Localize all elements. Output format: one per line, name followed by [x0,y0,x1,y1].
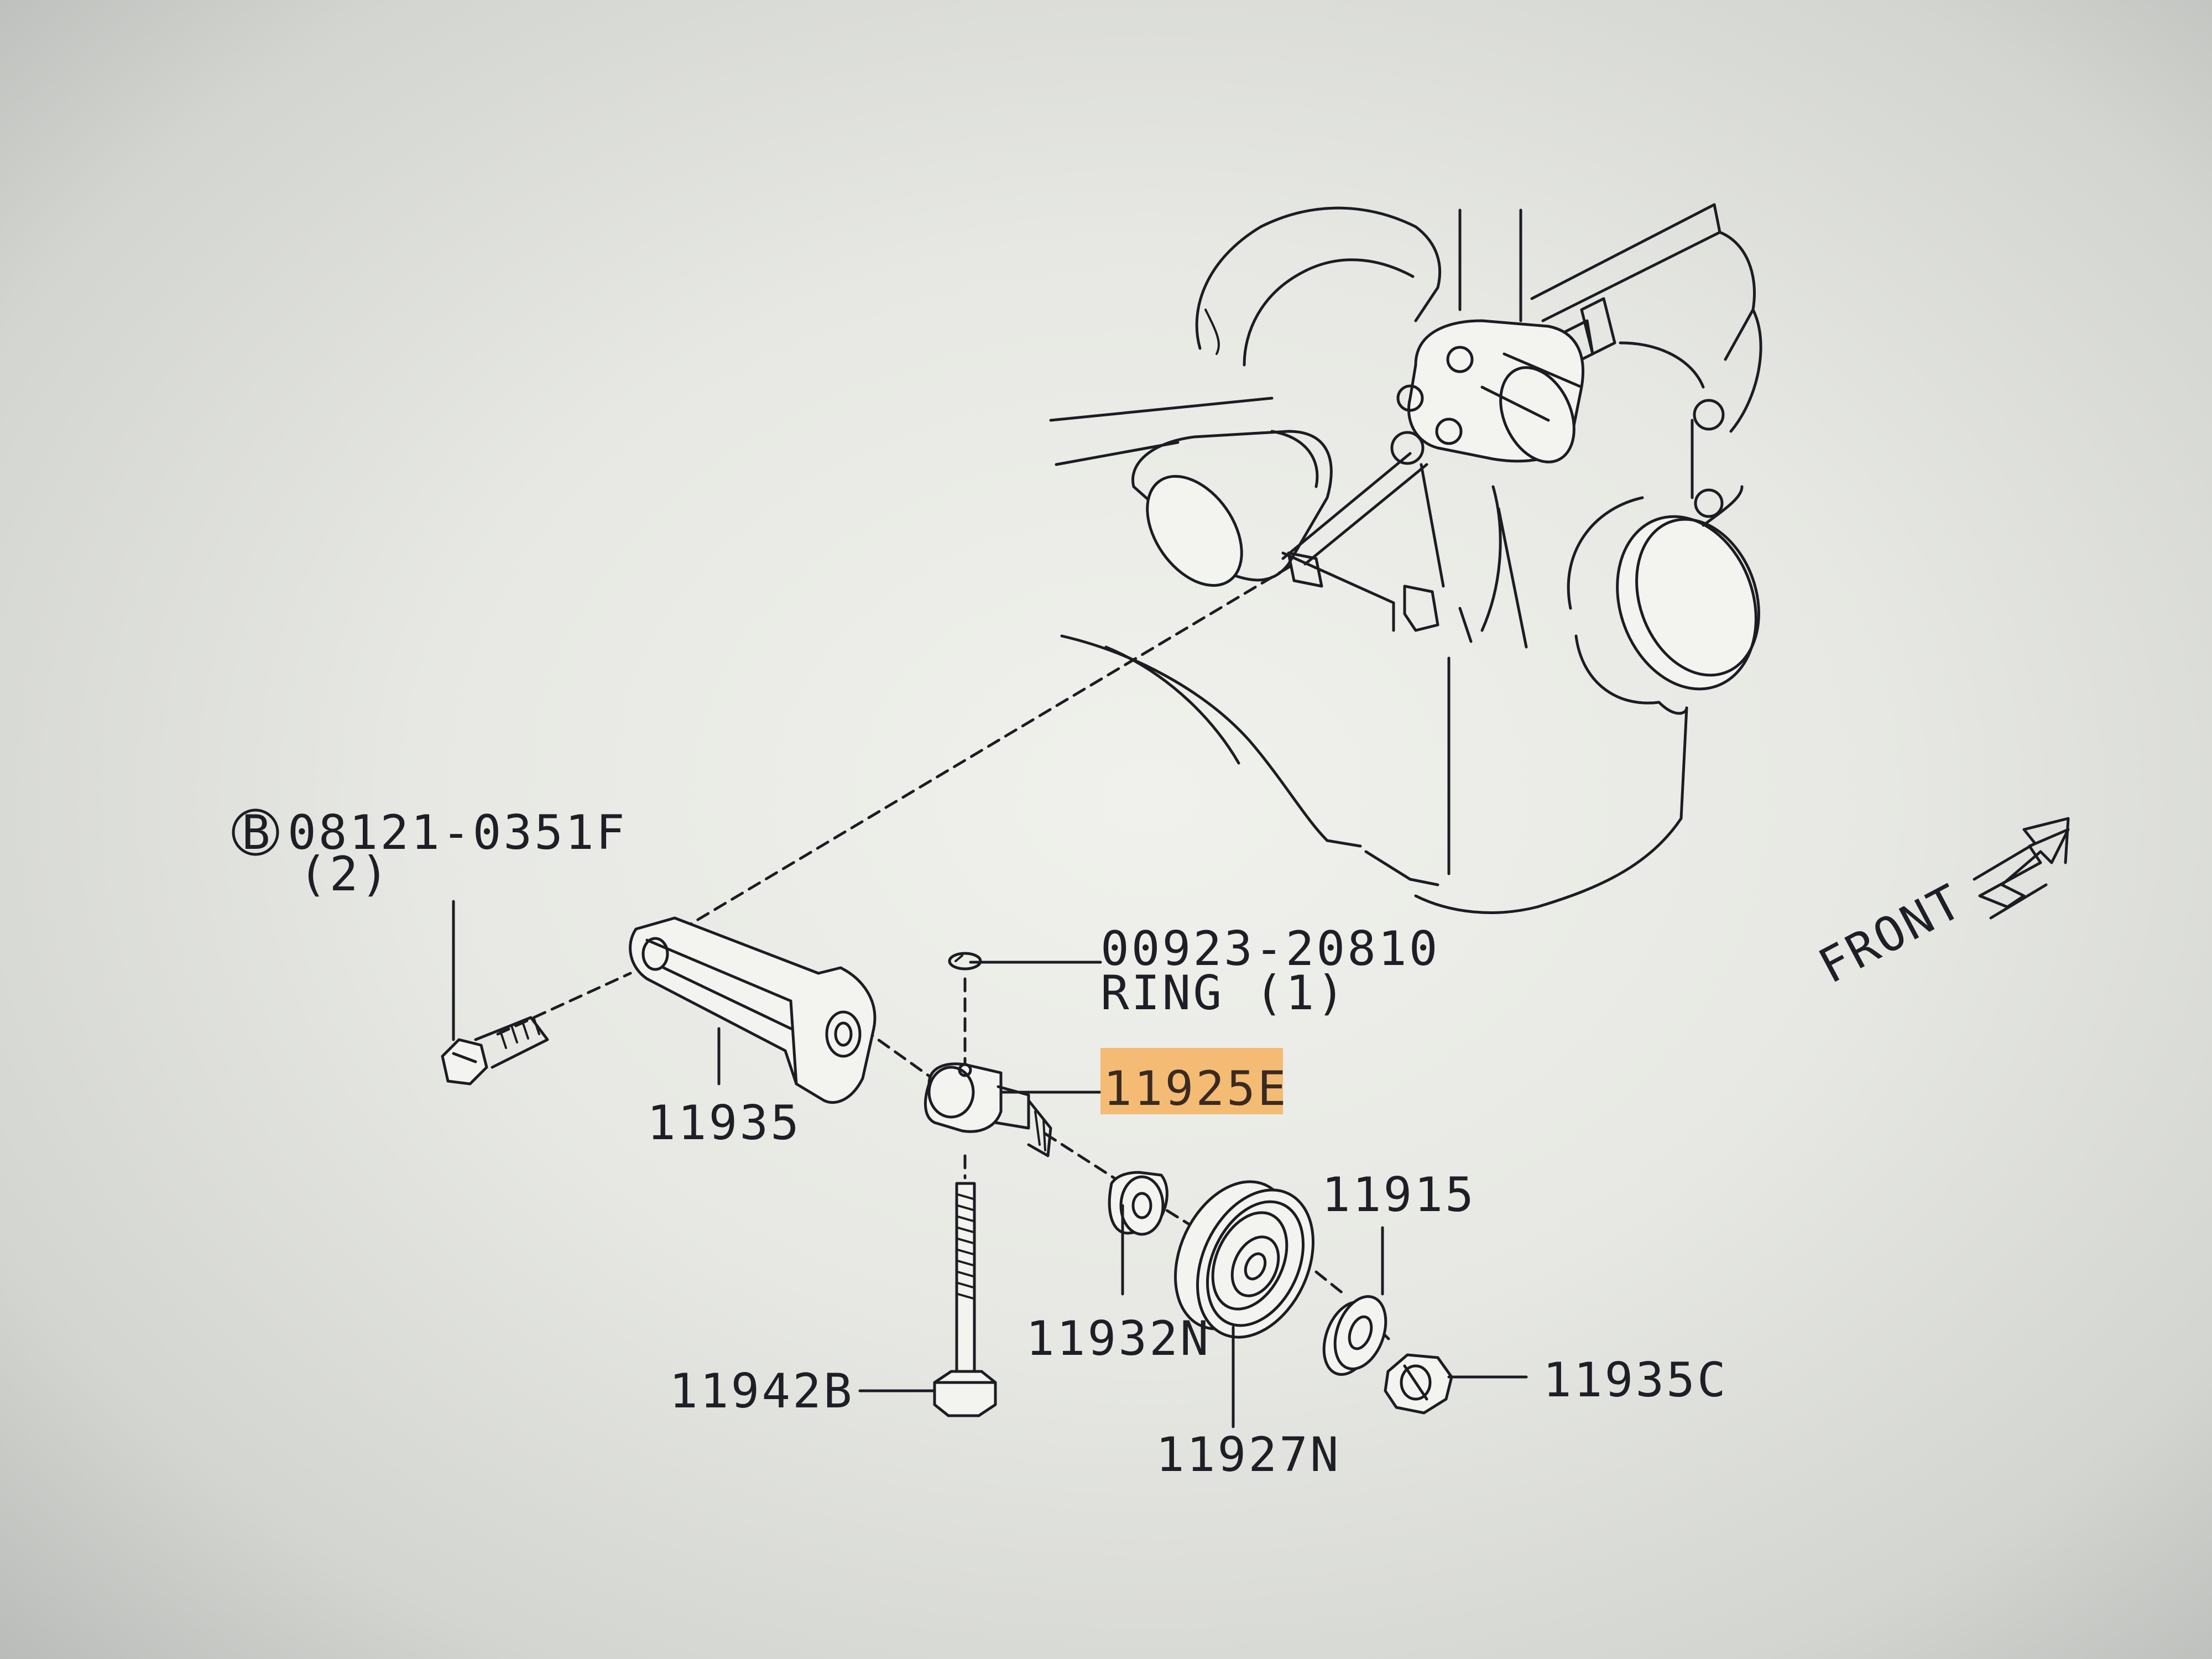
part-highlight [1100,1048,1283,1114]
engine-assembly [1049,203,1762,914]
front-arrow-icon [1973,817,2070,920]
label-spacer: 11932N [1026,1311,1211,1366]
tensioner-stud [924,1062,1052,1157]
bolt-group-letter: B [242,805,273,860]
washer [1322,1295,1387,1376]
front-indicator: FRONT [1810,873,1972,994]
label-nut: 11935C [1543,1353,1728,1408]
label-washer: 11915 [1322,1167,1476,1223]
label-bolt-part: 08121-0351F [288,805,627,860]
label-pulley: 11927N [1156,1427,1341,1483]
label-bracket: 11935 [647,1095,801,1151]
nut [1384,1353,1453,1415]
bracket [629,916,877,1104]
part-labels: B 08121-0351F (2) 00923-20810 RING (1) 1… [232,805,1728,1483]
leader-lines [452,900,1528,1428]
long-bolt [933,1182,997,1417]
flange-bolt [441,1016,549,1086]
label-front: FRONT [1810,873,1972,994]
label-highlighted-part: 11925E [1103,1061,1288,1117]
label-bolt-qty: (2) [299,847,391,902]
label-ring-name: RING (1) [1100,966,1347,1021]
idler-pulley [1174,1180,1314,1339]
spacer [1108,1171,1168,1236]
bolt-group-circle [232,808,279,856]
label-long-bolt: 11942B [669,1364,854,1419]
label-ring-part: 00923-20810 [1100,921,1440,977]
